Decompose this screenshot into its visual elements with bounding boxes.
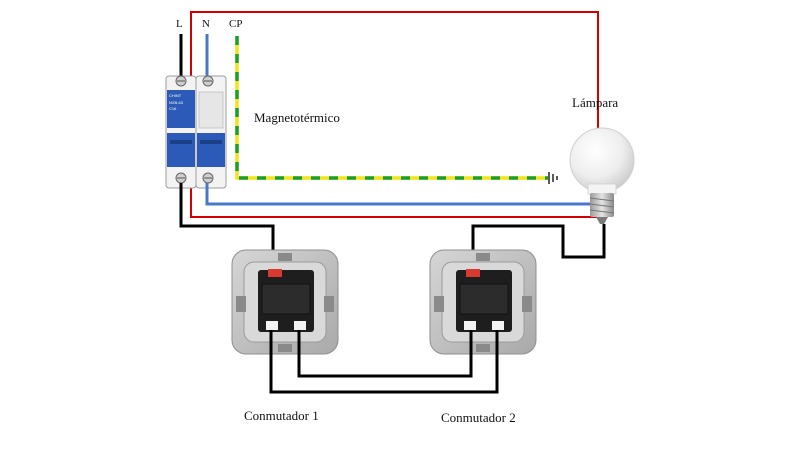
- switch-1: [231, 249, 339, 355]
- earth-ground-icon: [548, 172, 558, 184]
- breaker-model: NXB-63: [169, 100, 184, 105]
- switch-2: [429, 249, 537, 355]
- label-lamp: Lámpara: [572, 95, 618, 110]
- breaker-rating: C16: [169, 106, 177, 111]
- label-line: L: [176, 18, 183, 30]
- traveller-wire-inner: [297, 330, 473, 378]
- led-bulb-icon: [569, 127, 635, 224]
- lamp-return-wire: [471, 224, 606, 272]
- breaker-brand: CHINT: [169, 93, 182, 98]
- line-wire-to-switch1: [179, 183, 275, 272]
- label-switch-2: Conmutador 2: [441, 410, 516, 425]
- enclosure-outline: [190, 11, 599, 218]
- traveller-wire-outer: [269, 330, 499, 394]
- circuit-breaker: CHINT NXB-63 C16 35: [165, 75, 227, 189]
- label-neutral: N: [202, 18, 210, 30]
- label-protective: CP: [229, 18, 242, 30]
- label-switch-1: Conmutador 1: [244, 408, 319, 423]
- earth-wire: [235, 36, 548, 180]
- neutral-wire-out: [205, 183, 590, 206]
- label-breaker: Magnetotérmico: [254, 110, 340, 125]
